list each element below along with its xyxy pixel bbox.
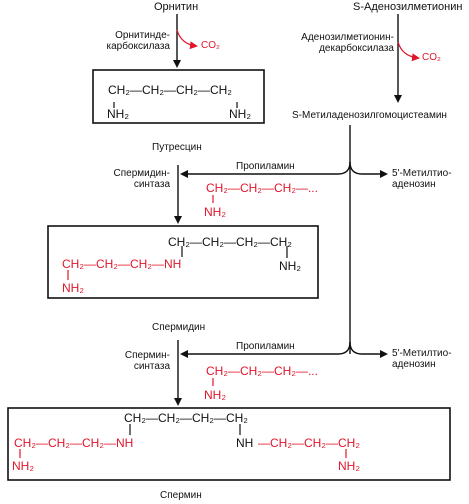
spermine-left-nh2: NH₂ (12, 459, 34, 473)
spermine-right-chain: —CH₂—CH₂—CH₂ (258, 436, 360, 450)
propylamine-label-1: Пропиламин (236, 161, 295, 172)
putrescine-nh2-right: NH₂ (229, 107, 251, 121)
putrescine-box (92, 69, 265, 124)
propyl-fragment-1: CH₂—CH₂—CH₂—... (206, 181, 318, 195)
spermine-chain-top: CH₂—CH₂—CH₂—CH₂ (124, 411, 248, 425)
ornithine-label: Орнитин (154, 1, 199, 13)
putrescine-chain: CH₂—CH₂—CH₂—CH₂ (108, 83, 232, 97)
dcsam-label: S-Метиладенозилгомоцистеамин (292, 110, 447, 121)
spermine-left-chain: CH₂—CH₂—CH₂—NH (14, 436, 134, 450)
mta-branch-1 (349, 161, 388, 178)
spermidine-box (47, 225, 319, 299)
co2-label-1: CO₂ (201, 40, 220, 51)
spd-synthase-label: Спермидин- синтаза (113, 168, 171, 190)
spermidine-label: Спермидин (152, 322, 206, 333)
samdc-enzyme-label: Аденозилметионин- декарбоксилаза (301, 32, 394, 54)
co2-label-2: CO₂ (422, 52, 441, 63)
mta-label-2: 5'-Метилтио- аденозин (392, 348, 452, 370)
co2-arrow-2 (397, 41, 420, 62)
spermine-right-nh: NH (236, 436, 254, 450)
mta-branch-2 (349, 341, 388, 358)
branch-2 (337, 341, 351, 355)
co2-arrow-1 (176, 29, 198, 50)
odc-enzyme-label: Орнитинде- карбоксилаза (106, 30, 170, 52)
spermidine-left-text: CH₂—CH₂—CH₂—NH (62, 257, 182, 271)
putrescine-nh2-left: NH₂ (107, 107, 129, 121)
putrescine-label: Путресцин (152, 142, 202, 153)
spm-synthase-label: Спермин- синтаза (124, 350, 170, 372)
spermidine-left-nh2: NH₂ (62, 281, 84, 295)
spermine-box (7, 407, 451, 481)
spermidine-right-nh2: NH₂ (279, 259, 301, 273)
propyl-fragment-2-nh2: NH₂ (204, 388, 226, 402)
sam-label: S-Аденозилметионин (353, 1, 463, 13)
spermine-label: Спермин (160, 490, 202, 501)
spermine-right-nh2: NH₂ (338, 459, 360, 473)
propyl-fragment-1-nh2: NH₂ (204, 205, 226, 219)
propylamine-label-2: Пропиламин (236, 341, 295, 352)
mta-label-1: 5'-Метилтио- аденозин (392, 168, 452, 190)
spermidine-left-chain: CH₂—CH₂—CH₂—NH (62, 258, 181, 271)
branch-1 (337, 161, 351, 175)
spermidine-chain-top: CH₂—CH₂—CH₂—CH₂ (168, 235, 292, 249)
propyl-fragment-2: CH₂—CH₂—CH₂—... (206, 364, 318, 378)
